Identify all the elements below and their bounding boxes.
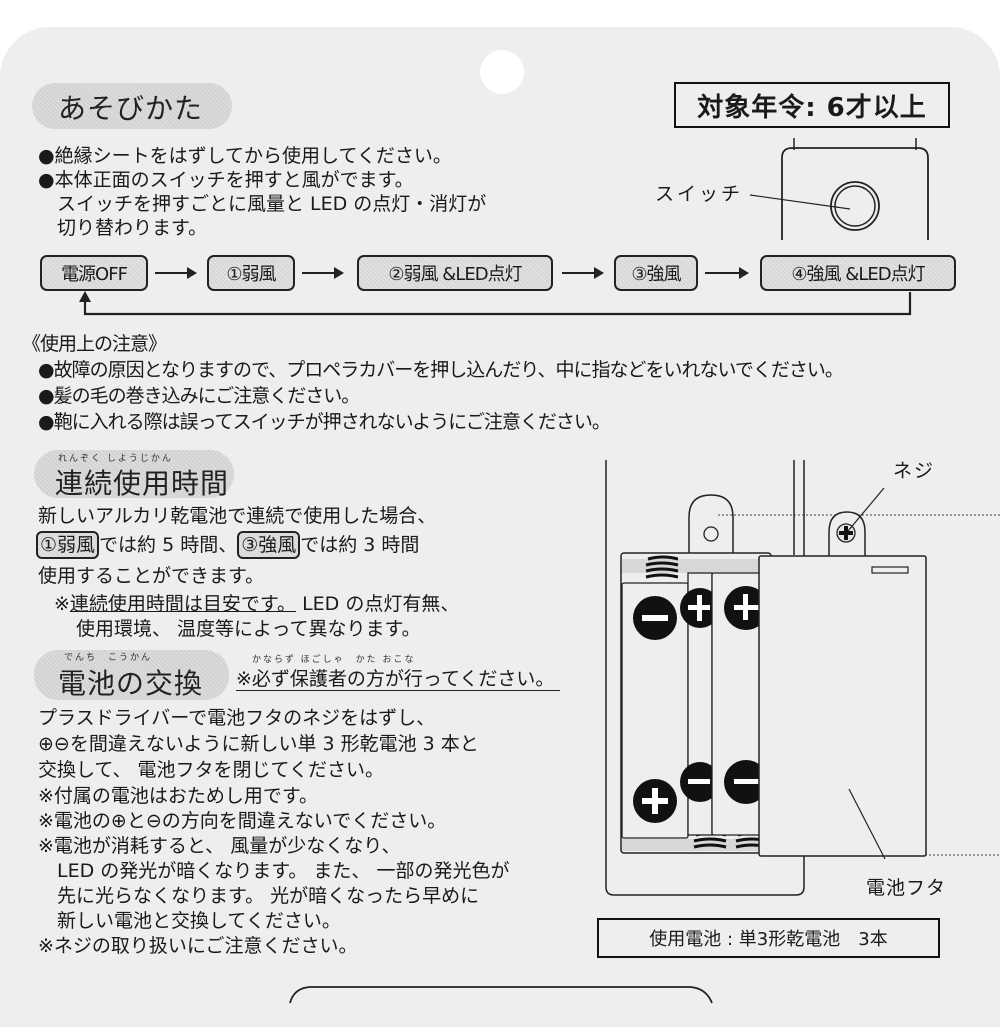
heading-pill — [32, 83, 232, 129]
how-to-play-bullet: 切り替わります。 — [38, 217, 208, 239]
battery-spec-box: 使用電池 : 単3形乾電池 3本 — [597, 918, 940, 958]
note-mark: ※ — [54, 593, 70, 615]
note-rest: LED の点灯有無、 — [302, 593, 460, 615]
heading-ruby: でんち こうかん — [64, 653, 153, 663]
mode-step-off: 電源OFF — [40, 255, 148, 291]
heading-pill — [34, 450, 234, 498]
continuous-use-line: 新しいアルカリ乾電池で連続で使用した場合、 — [38, 505, 437, 527]
switch-label: スイッチ — [655, 183, 744, 205]
age-badge: 対象年令: 6才以上 — [674, 82, 950, 128]
replacement-line: ※電池が消耗すると、 風量が少なくなり、 — [38, 835, 401, 857]
replacement-line: プラスドライバーで電池フタのネジをはずし、 — [38, 707, 436, 729]
battery-compartment-diagram — [605, 460, 1000, 896]
mode-step-4: ④強風 &LED点灯 — [760, 255, 956, 291]
continuous-use-note: ※連続使用時間は目安です。 LED の点灯有無、 — [54, 593, 459, 615]
how-to-play-bullet: スイッチを押すごとに風量と LED の点灯・消灯が — [38, 193, 487, 215]
how-to-play-bullet: ●絶縁シートをはずしてから使用してください。 — [38, 145, 452, 167]
bottom-outline — [289, 986, 713, 1004]
mode-weak-tag: ①弱風 — [36, 531, 100, 559]
return-arrow-icon — [79, 291, 912, 316]
how-to-play-heading: あそびかた — [58, 92, 204, 125]
guardian-note: ※必ず保護者の方が行ってください。 — [236, 668, 561, 691]
arrow-right-icon — [302, 267, 344, 279]
mode-step-1: ①弱風 — [207, 255, 295, 291]
replacement-line: ※電池の⊕と⊖の方向を間違えないでください。 — [38, 810, 447, 832]
arrow-right-icon — [705, 267, 749, 279]
continuous-use-line: 使用することができます。 — [38, 565, 265, 587]
note-underlined: 連続使用時間は目安です。 — [69, 593, 297, 615]
mode-step-2: ②弱風 &LED点灯 — [357, 255, 553, 291]
replacement-line: 先に光らなくなります。 光が暗くなったら早めに — [38, 885, 480, 907]
replacement-line: ※ネジの取り扱いにご注意ください。 — [38, 935, 358, 957]
strong-duration: では約 3 時間 — [300, 534, 420, 556]
screw-label: ネジ — [893, 460, 936, 482]
switch-diagram — [749, 138, 929, 240]
continuous-use-note: 使用環境、 温度等によって異なります。 — [76, 618, 421, 640]
arrow-right-icon — [155, 267, 197, 279]
battery-cover-label: 電池フタ — [866, 877, 947, 899]
battery-replacement-heading: 電池の交換 — [58, 667, 204, 700]
caution-item: ●髪の毛の巻き込みにご注意ください。 — [38, 385, 360, 407]
cautions-heading: 《使用上の注意》 — [22, 333, 167, 355]
continuous-use-heading: 連続使用時間 — [55, 467, 230, 500]
replacement-line: ⊕⊖を間違えないように新しい単 3 形乾電池 3 本と — [38, 733, 479, 755]
heading-pill — [34, 650, 229, 700]
note-ruby: かならず ほごしゃ かた おこな — [252, 655, 416, 665]
mode-step-3: ③強風 — [614, 255, 698, 291]
mode-strong-tag: ③強風 — [237, 531, 301, 559]
replacement-line: ※付属の電池はおためし用です。 — [38, 785, 319, 807]
hang-hole — [480, 50, 524, 94]
how-to-play-bullet: ●本体正面のスイッチを押すと風がでます。 — [38, 169, 414, 191]
caution-item: ●故障の原因となりますので、プロペラカバーを押し込んだり、中に指などをいれないで… — [38, 359, 844, 381]
weak-duration: では約 5 時間、 — [99, 534, 238, 556]
caution-item: ●鞄に入れる際は誤ってスイッチが押されないようにご注意ください。 — [38, 411, 611, 433]
continuous-use-line: ①弱風では約 5 時間、③強風では約 3 時間 — [36, 531, 419, 559]
replacement-line: 交換して、 電池フタを閉じてください。 — [38, 759, 384, 781]
replacement-line: LED の発光が暗くなります。 また、 一部の発光色が — [38, 860, 510, 882]
arrow-right-icon — [562, 267, 604, 279]
replacement-line: 新しい電池と交換してください。 — [38, 910, 341, 932]
heading-ruby: れんぞく しようじかん — [58, 454, 173, 464]
